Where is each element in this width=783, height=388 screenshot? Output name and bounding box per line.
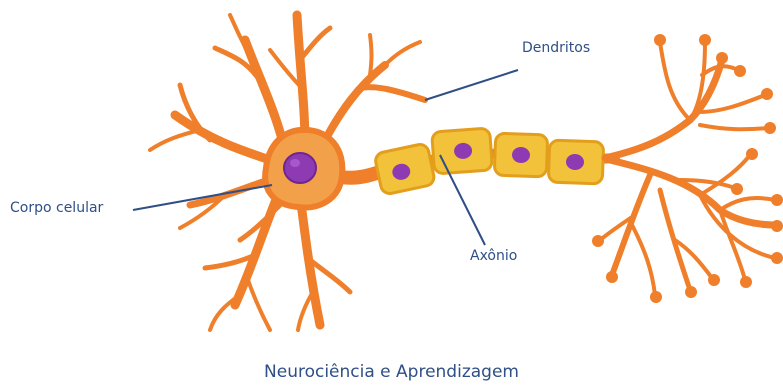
cell-body bbox=[265, 130, 342, 208]
dendrites-label: Dendritos bbox=[522, 40, 590, 56]
myelin-sheath bbox=[374, 128, 604, 195]
diagram-caption: Neurociência e Aprendizagem bbox=[0, 362, 783, 382]
cell-body-label: Corpo celular bbox=[10, 200, 103, 216]
cell-nucleus bbox=[284, 153, 316, 183]
axon-terminals bbox=[600, 42, 775, 295]
cell-body-leader-line bbox=[133, 185, 272, 210]
synaptic-knobs bbox=[592, 34, 783, 303]
dendrites-leader-line bbox=[425, 70, 518, 100]
axon-label: Axônio bbox=[470, 248, 517, 264]
